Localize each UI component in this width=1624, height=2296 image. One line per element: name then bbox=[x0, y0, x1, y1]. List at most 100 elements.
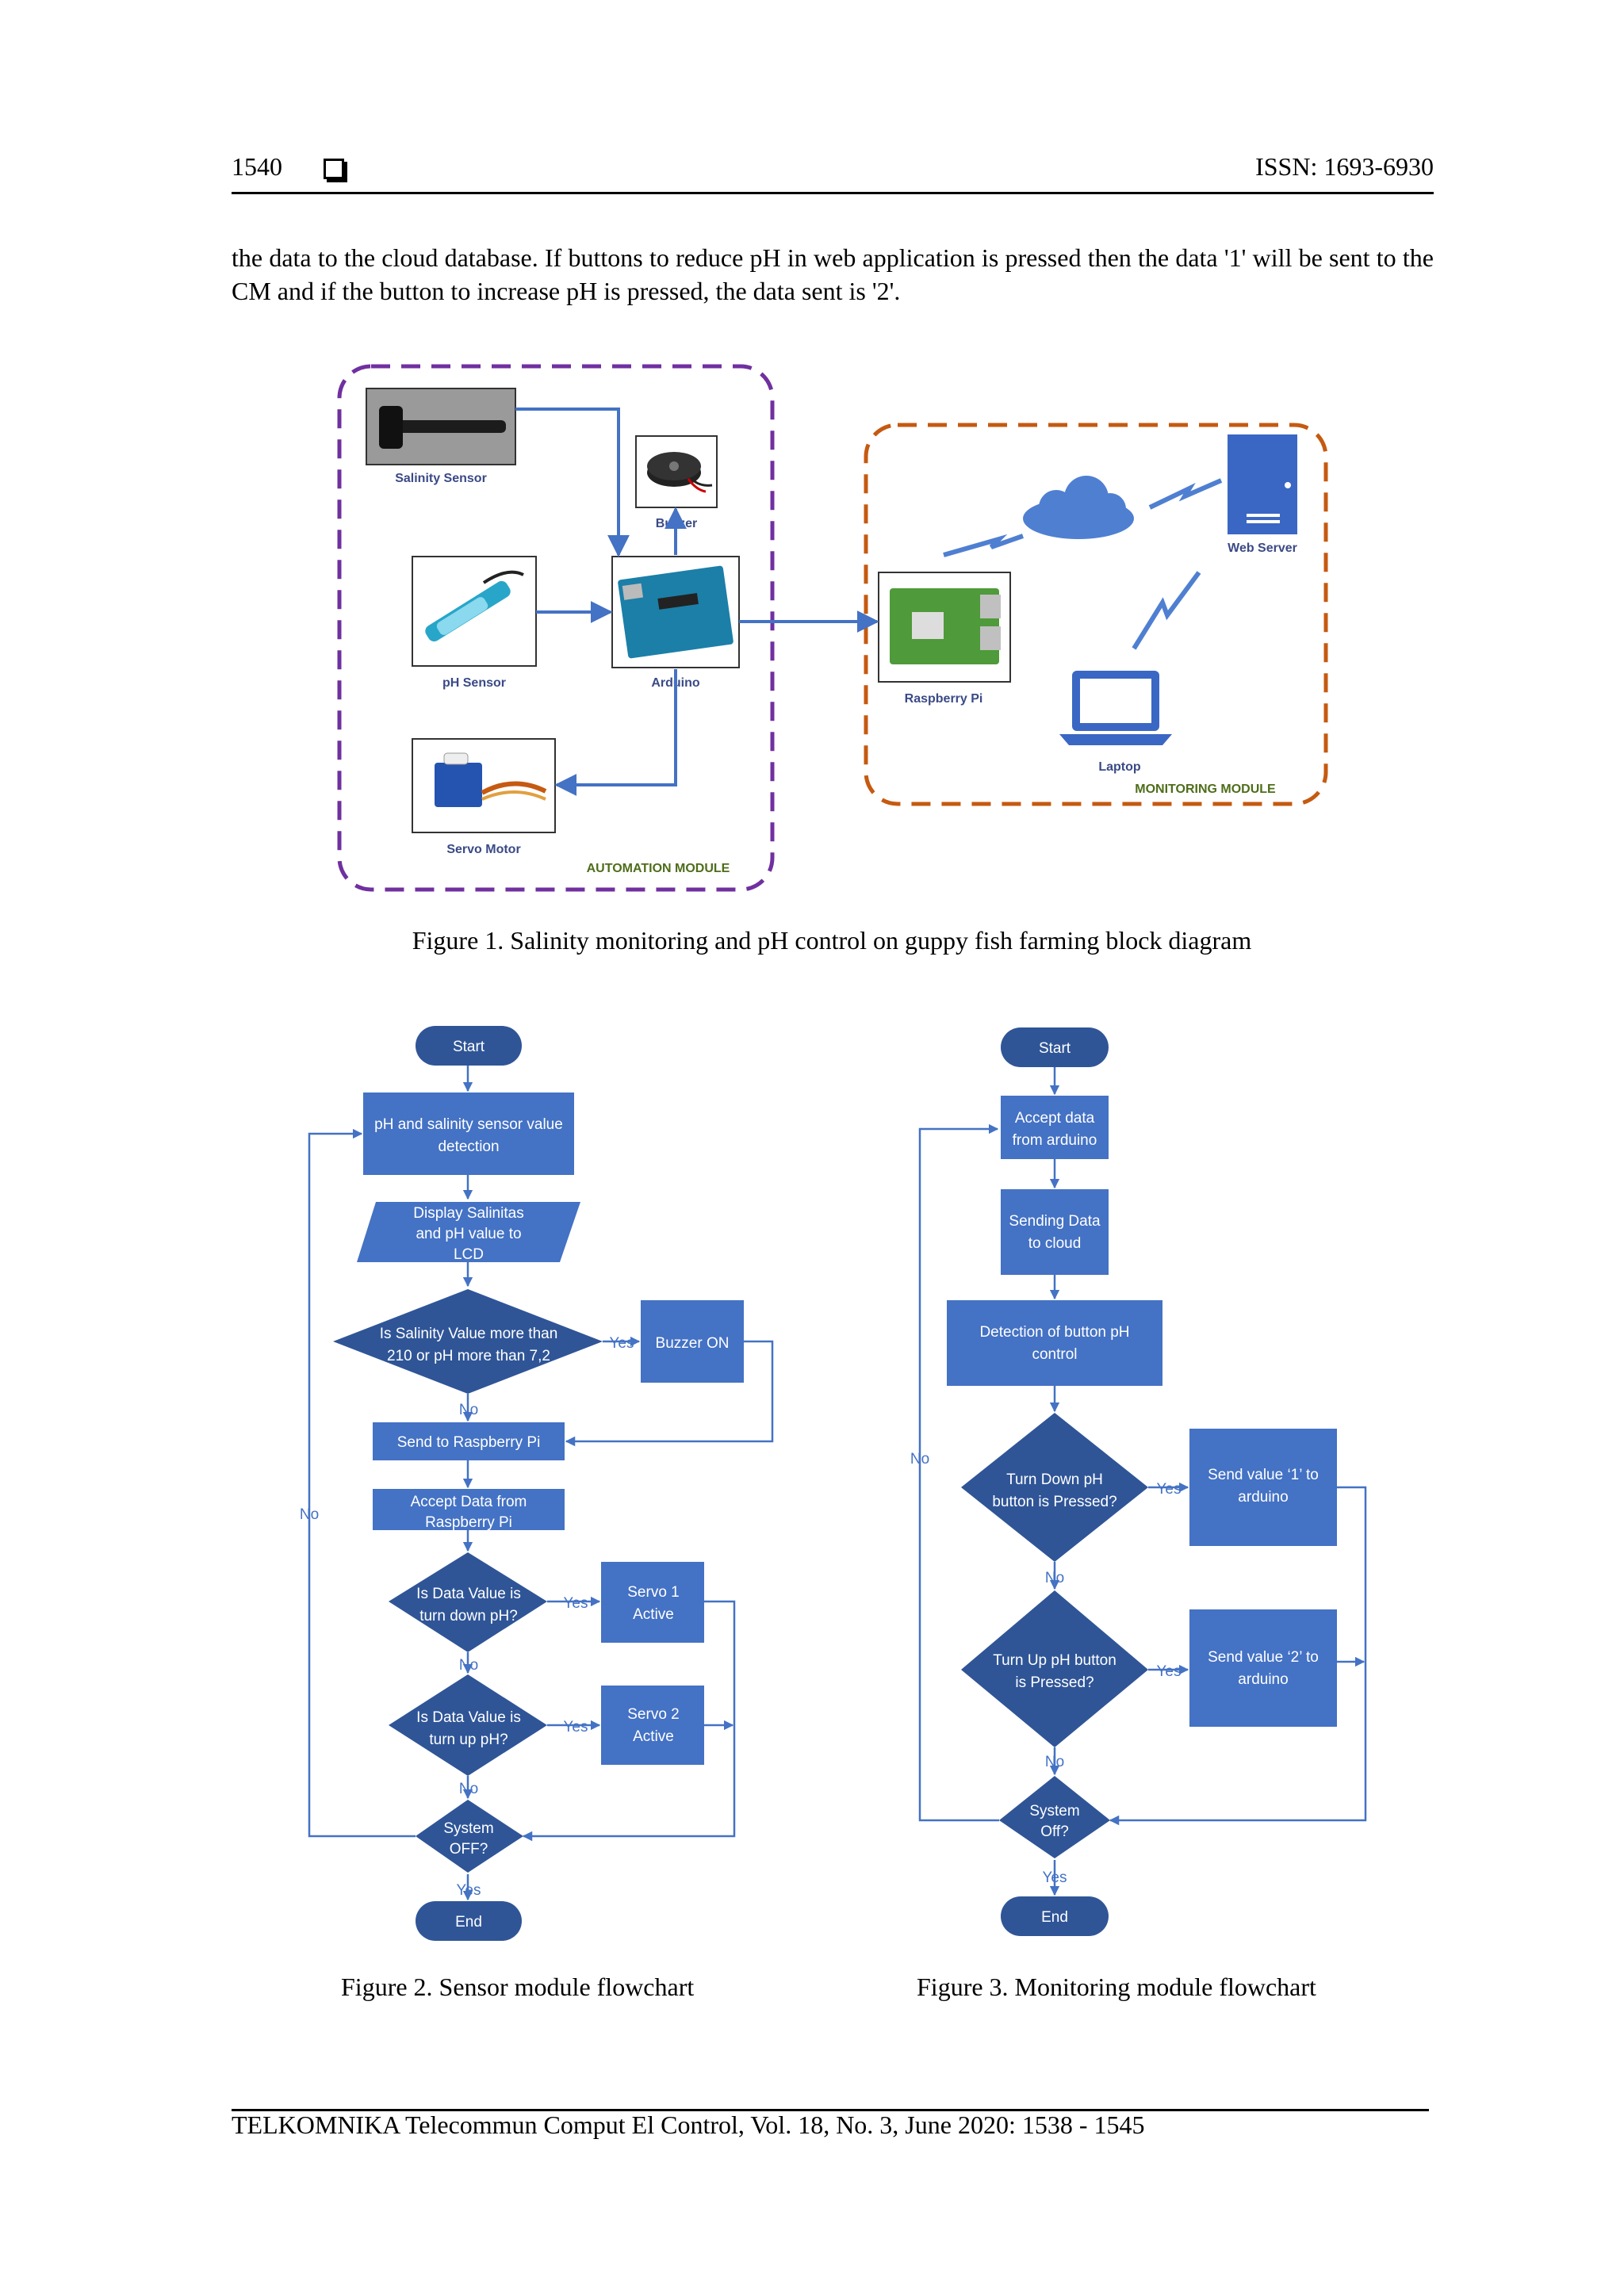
web-server-label: Web Server bbox=[1228, 541, 1297, 555]
start-terminal bbox=[1001, 1027, 1109, 1067]
sending-cloud-label: to cloud bbox=[1028, 1235, 1082, 1252]
send-value-2-label: arduino bbox=[1238, 1671, 1288, 1688]
display-label: and pH value to bbox=[416, 1226, 521, 1242]
laptop-label: Laptop bbox=[1098, 760, 1141, 774]
decision-label: turn down pH? bbox=[419, 1608, 518, 1624]
raspberry-pi: Raspberry Pi bbox=[878, 572, 1011, 706]
detection-process bbox=[363, 1093, 574, 1175]
figure3-caption: Figure 3. Monitoring module flowchart bbox=[917, 1973, 1316, 2001]
servo2-label: Active bbox=[633, 1728, 674, 1745]
no-label: No bbox=[300, 1506, 319, 1523]
turn-up-decision bbox=[961, 1590, 1148, 1747]
decision-label: Is Salinity Value more than bbox=[380, 1326, 558, 1342]
automation-module-border bbox=[337, 364, 775, 892]
figure3-monitoring-flowchart: Start Accept data from arduino Sending D… bbox=[910, 1027, 1367, 1936]
no-label: No bbox=[910, 1451, 929, 1468]
square-bullet-icon bbox=[324, 159, 344, 179]
footer-rule bbox=[232, 2109, 1429, 2111]
yes-label: Yes bbox=[1043, 1869, 1067, 1886]
accept-data-label: Accept Data from bbox=[411, 1494, 527, 1510]
decision-label: button is Pressed? bbox=[992, 1494, 1116, 1510]
no-label: No bbox=[459, 1402, 478, 1418]
wireless-link-icon bbox=[1132, 571, 1201, 650]
monitoring-module-border bbox=[864, 423, 1328, 806]
start-label: Start bbox=[453, 1039, 485, 1055]
servo2-process bbox=[601, 1686, 704, 1765]
start-label: Start bbox=[1039, 1040, 1071, 1057]
connector bbox=[515, 408, 630, 557]
send-value-1-process bbox=[1189, 1429, 1337, 1546]
button-detection-label: control bbox=[1032, 1346, 1077, 1363]
display-label: LCD bbox=[454, 1246, 484, 1263]
monitoring-module-title: MONITORING MODULE bbox=[1135, 783, 1276, 796]
servo1-process bbox=[601, 1562, 704, 1643]
accept-data-label: from arduino bbox=[1013, 1132, 1097, 1149]
servo1-label: Active bbox=[633, 1606, 674, 1623]
accept-data-process bbox=[1001, 1096, 1109, 1159]
decision-label: Is Data Value is bbox=[416, 1586, 521, 1602]
button-detection-label: Detection of button pH bbox=[979, 1324, 1129, 1341]
display-label: Display Salinitas bbox=[413, 1205, 523, 1222]
figure2-sensor-flowchart: Start pH and salinity sensor value detec… bbox=[300, 1026, 774, 1941]
decision-label: Is Data Value is bbox=[416, 1709, 521, 1726]
ph-sensor-label: pH Sensor bbox=[442, 676, 506, 690]
decision-label: Turn Down pH bbox=[1006, 1471, 1103, 1488]
system-off-decision bbox=[416, 1800, 523, 1873]
display-io bbox=[357, 1202, 580, 1262]
buzzer: Buzzer bbox=[635, 435, 718, 530]
web-server: Web Server bbox=[1228, 434, 1297, 555]
turn-down-decision bbox=[961, 1413, 1148, 1562]
send-raspberry-label: Send to Raspberry Pi bbox=[397, 1434, 541, 1451]
yes-label: Yes bbox=[564, 1595, 588, 1612]
send-value-1-label: Send value ‘1’ to bbox=[1208, 1467, 1319, 1483]
no-label: No bbox=[1045, 1570, 1064, 1586]
button-detection-process bbox=[947, 1300, 1162, 1386]
servo2-label: Servo 2 bbox=[627, 1706, 679, 1723]
figure2-caption: Figure 2. Sensor module flowchart bbox=[341, 1973, 695, 2001]
journal-issn: ISSN: 1693-6930 bbox=[1255, 152, 1434, 181]
servo-motor: Servo Motor bbox=[412, 738, 556, 856]
no-label: No bbox=[459, 1657, 478, 1674]
body-paragraph: the data to the cloud database. If butto… bbox=[232, 243, 1434, 305]
decision-label: turn up pH? bbox=[429, 1732, 508, 1748]
header-rule bbox=[232, 192, 1434, 194]
buzzer-on-process bbox=[641, 1300, 744, 1383]
yes-label: Yes bbox=[1157, 1663, 1182, 1680]
turn-down-decision bbox=[389, 1552, 547, 1652]
yes-label: Yes bbox=[1157, 1481, 1182, 1498]
end-label: End bbox=[455, 1914, 482, 1931]
accept-data-process bbox=[373, 1489, 565, 1530]
system-off-label: System bbox=[1029, 1803, 1079, 1820]
page-number: 1540 bbox=[232, 152, 282, 181]
system-off-decision bbox=[999, 1776, 1110, 1858]
yes-label: Yes bbox=[564, 1719, 588, 1735]
buzzer-on-label: Buzzer ON bbox=[656, 1335, 730, 1352]
raspberry-pi-label: Raspberry Pi bbox=[905, 692, 983, 706]
yes-label: Yes bbox=[610, 1335, 634, 1352]
arduino-board: Arduino bbox=[611, 556, 740, 690]
sending-cloud-process bbox=[1001, 1189, 1109, 1275]
laptop: Laptop bbox=[1059, 671, 1172, 774]
no-label: No bbox=[459, 1781, 478, 1797]
connector bbox=[554, 669, 677, 796]
no-label: No bbox=[1045, 1754, 1064, 1770]
footer-citation: TELKOMNIKA Telecommun Comput El Control,… bbox=[232, 2110, 1145, 2139]
ph-sensor: pH Sensor bbox=[412, 556, 537, 690]
send-value-2-label: Send value ‘2’ to bbox=[1208, 1649, 1319, 1666]
system-off-label: OFF? bbox=[450, 1841, 488, 1858]
decision-label: Turn Up pH button bbox=[993, 1652, 1116, 1669]
figure1-block-diagram: Salinity Sensor Buzzer pH Sensor Arduin bbox=[337, 364, 1328, 892]
salinity-ph-decision bbox=[333, 1289, 603, 1394]
turn-up-decision bbox=[389, 1674, 547, 1776]
automation-module-title: AUTOMATION MODULE bbox=[587, 862, 730, 875]
wireless-link-icon bbox=[1148, 478, 1223, 510]
end-terminal bbox=[1001, 1896, 1109, 1936]
figure1-caption: Figure 1. Salinity monitoring and pH con… bbox=[412, 926, 1252, 955]
servo1-label: Servo 1 bbox=[627, 1584, 679, 1601]
sending-cloud-label: Sending Data bbox=[1009, 1213, 1101, 1230]
yes-label: Yes bbox=[457, 1882, 481, 1899]
servo-motor-label: Servo Motor bbox=[446, 843, 520, 856]
start-terminal bbox=[416, 1026, 522, 1066]
system-off-label: Off? bbox=[1040, 1823, 1069, 1840]
accept-data-label: Raspberry Pi bbox=[425, 1514, 512, 1531]
